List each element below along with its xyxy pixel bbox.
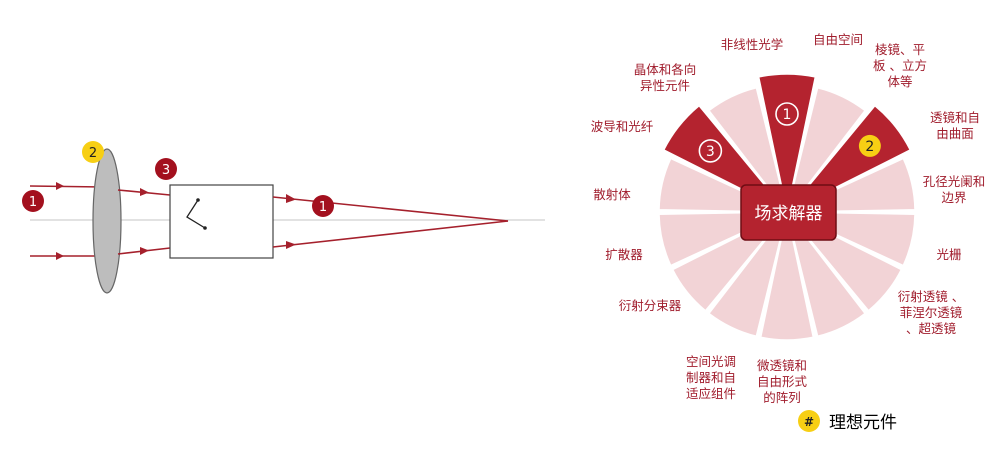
segment-label-line: 异性元件 (639, 78, 691, 93)
segment-badge (775, 102, 799, 126)
zigzag-path-icon (186, 199, 206, 229)
segment-label-line: 适应组件 (685, 386, 737, 401)
segment-label-line: 自由形式 (756, 374, 808, 389)
segment-label-line: 由曲面 (936, 126, 974, 141)
segment-label: 孔径光阑和边界 (923, 174, 986, 206)
wheel-segment (787, 215, 867, 338)
optical-system: 1 2 3 1 (22, 141, 545, 294)
legend-symbol: # (804, 415, 814, 429)
outgoing-ray-bottom (272, 220, 509, 248)
arrowhead (56, 252, 64, 260)
segment-label: 空间光调制器和自适应组件 (686, 354, 736, 402)
lens-shape (92, 148, 122, 294)
segment-label-line: 体等 (887, 74, 913, 89)
segment-label-line: 透镜和自 (929, 110, 981, 125)
legend-yellow-badge (798, 410, 820, 432)
segment-label: 透镜和自由曲面 (930, 110, 980, 142)
arrowhead (56, 182, 64, 190)
segment-label-line: 微透镜和 (756, 358, 808, 373)
segment-label-line: 、超透镜 (905, 321, 957, 336)
segment-label-line: 孔径光阑和 (922, 174, 986, 189)
segment-label-line: 光栅 (936, 247, 962, 262)
legend: # 理想元件 (798, 410, 897, 433)
svg-text:2: 2 (89, 146, 97, 161)
badge-ray-out: 1 (312, 195, 334, 217)
segment-label-line: 棱镜、平 (874, 42, 926, 57)
zigzag-dot-icon (203, 226, 207, 230)
segment-label-line: 菲涅尔透镜 (899, 305, 963, 320)
segment-label-line: 制器和自 (685, 370, 737, 385)
center-box-label: 场求解器 (755, 204, 823, 224)
segment-badge-number: 1 (783, 107, 792, 123)
svg-text:3: 3 (162, 163, 170, 178)
segment-label-line: 扩散器 (605, 247, 643, 262)
segment-label: 衍射透镜 、菲涅尔透镜、超透镜 (898, 289, 964, 337)
wheel-segment (787, 86, 867, 209)
component-box (169, 184, 274, 259)
svg-text:1: 1 (319, 200, 327, 215)
arrowhead (140, 247, 149, 255)
segment-label: 光栅 (936, 247, 961, 263)
badge-box: 3 (155, 158, 177, 180)
wheel-segment (662, 104, 785, 211)
segment-label: 棱镜、平板 、立方体等 (873, 42, 927, 90)
segment-label-line: 板 、立方 (873, 58, 927, 73)
segment-badge-number: 3 (706, 144, 715, 160)
segment-label-line: 自由空间 (812, 32, 864, 47)
segment-label: 散射体 (593, 187, 631, 203)
badge-ray-in: 1 (22, 190, 44, 212)
outgoing-ray-top (272, 196, 509, 222)
segment-label: 波导和光纤 (591, 119, 654, 135)
segment-badge-number: 2 (865, 139, 874, 155)
wheel-segment (757, 73, 817, 207)
segment-label-line: 的阵列 (763, 390, 801, 405)
wheel-segment (759, 217, 815, 341)
segment-label-line: 波导和光纤 (590, 119, 654, 134)
center-box: 场求解器 (740, 184, 837, 241)
badge-lens: 2 (82, 141, 104, 163)
svg-text:1: 1 (29, 195, 37, 210)
segment-label-line: 衍射分束器 (618, 298, 682, 313)
arrowhead (286, 194, 296, 203)
segment-label: 自由空间 (813, 32, 863, 48)
segment-badge (858, 134, 881, 157)
incoming-ray-top (29, 185, 105, 188)
wheel-segment (707, 215, 787, 338)
segment-label-line: 衍射透镜 、 (897, 289, 965, 304)
wheel-segment (789, 104, 912, 211)
legend-text: 理想元件 (829, 413, 897, 433)
wheel-segment (707, 86, 787, 209)
zigzag-dot-icon (196, 198, 200, 202)
segment-label-line: 边界 (941, 190, 967, 205)
segment-label: 晶体和各向异性元件 (634, 62, 697, 94)
segment-label-line: 非线性光学 (720, 37, 784, 52)
center-box-shape (740, 184, 837, 241)
arrowhead (140, 188, 149, 196)
segment-label-line: 晶体和各向 (633, 62, 697, 77)
arrowhead (286, 241, 296, 249)
segment-label: 微透镜和自由形式的阵列 (757, 358, 807, 406)
segment-badge (698, 139, 723, 163)
segment-label: 非线性光学 (721, 37, 784, 53)
segment-label: 衍射分束器 (619, 298, 682, 314)
segment-label-line: 散射体 (593, 187, 631, 202)
segment-label: 扩散器 (605, 247, 643, 263)
segment-label-line: 空间光调 (685, 354, 737, 369)
